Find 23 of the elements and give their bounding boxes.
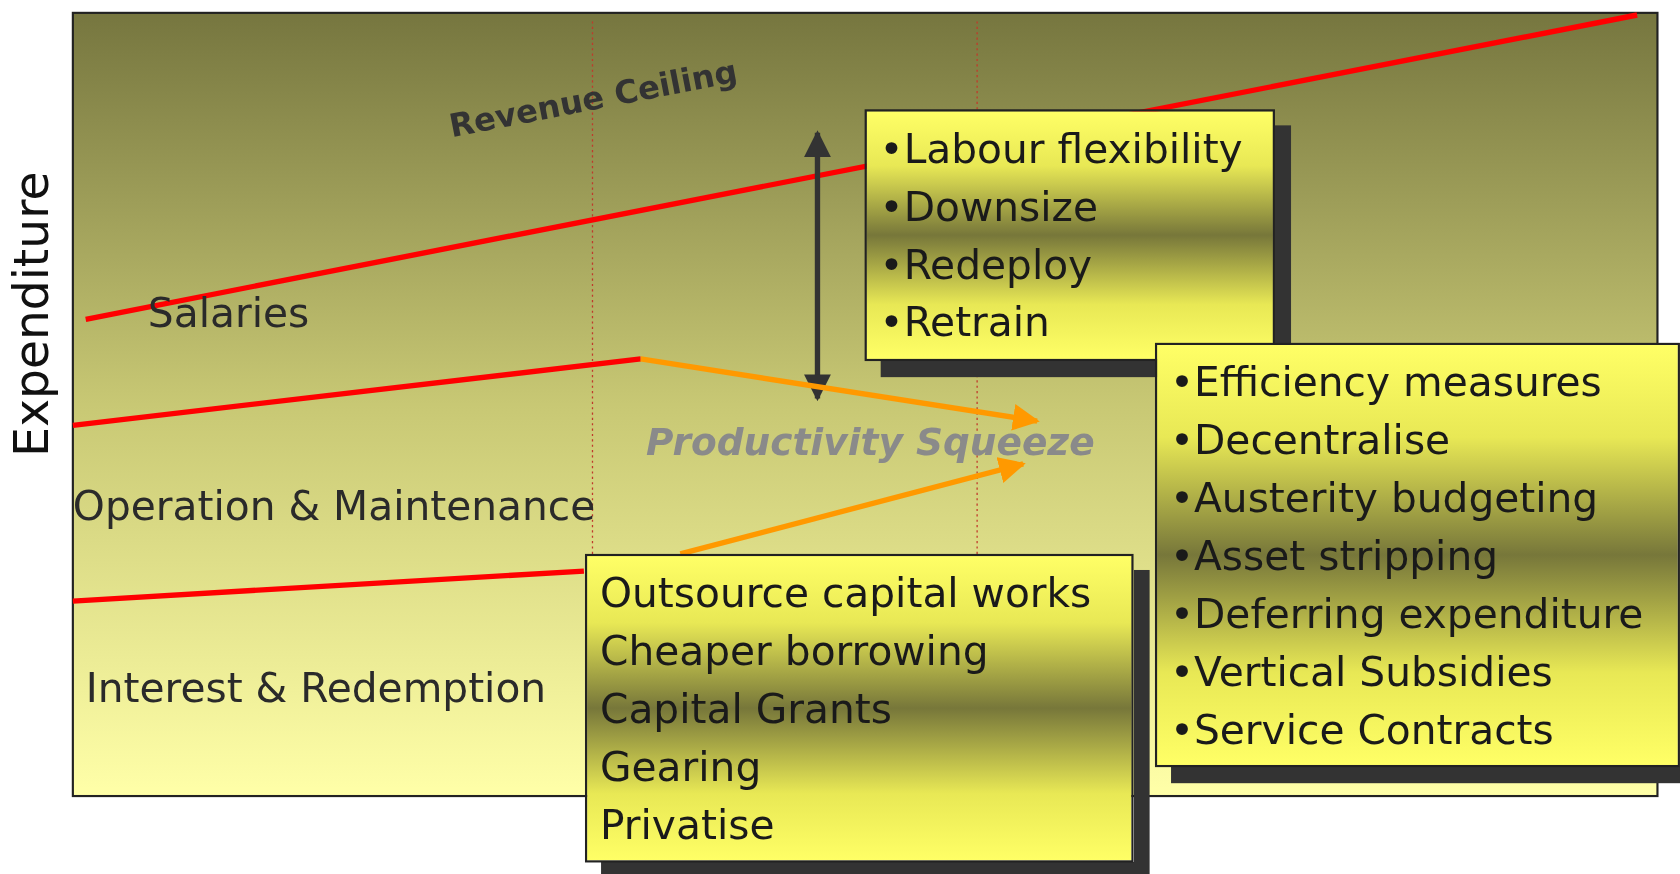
list-item: •Labour flexibility [879, 124, 1243, 175]
list-item: Gearing [600, 742, 762, 793]
list-item: •Retrain [879, 297, 1050, 349]
list-item: •Deferring expenditure [1169, 589, 1644, 640]
chart-label: Salaries [147, 289, 310, 337]
list-item: •Vertical Subsidies [1169, 647, 1553, 698]
list-item: •Efficiency measures [1169, 357, 1602, 409]
chart-label: Operation & Maintenance [72, 482, 596, 530]
list-item: •Redeploy [879, 240, 1093, 291]
chart-label: Interest & Redemption [85, 664, 547, 712]
chart-label: Productivity Squeeze [646, 421, 1095, 464]
list-item: •Downsize [879, 182, 1098, 233]
list-item: •Austerity budgeting [1169, 473, 1599, 524]
axis-label: Expenditure [4, 171, 59, 457]
list-item: Outsource capital works [600, 569, 1092, 620]
arrow [640, 356, 1040, 431]
list-item: Privatise [600, 800, 775, 851]
list-item: •Asset stripping [1169, 531, 1499, 582]
list-item: •Service Contracts [1169, 705, 1554, 756]
list-item: Capital Grants [600, 684, 892, 735]
list-item: •Decentralise [1169, 415, 1451, 466]
chart-label: Revenue Ceiling [446, 52, 741, 145]
list-item: Cheaper borrowing [600, 626, 989, 677]
